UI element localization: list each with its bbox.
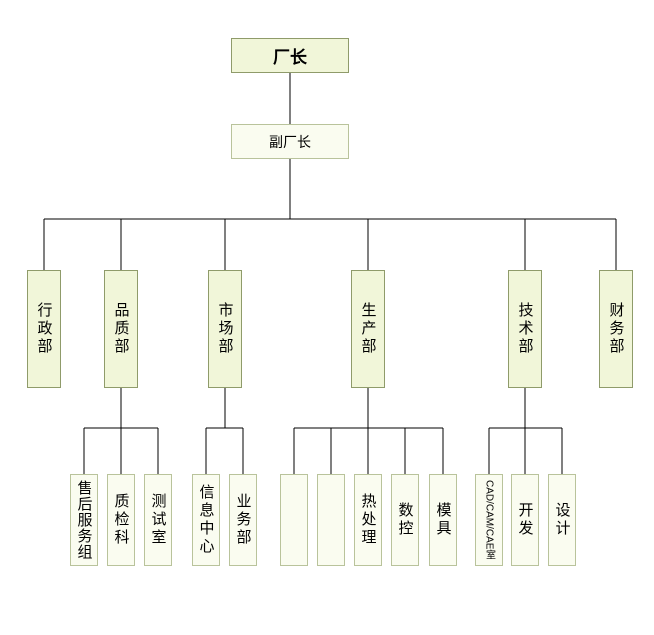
sub-market-1: 业务部 [229, 474, 257, 566]
dept-finance: 财务部 [599, 270, 633, 388]
sub-production-3: 数控 [391, 474, 419, 566]
director-box: 厂长 [231, 38, 349, 73]
dept-quality: 品质部 [104, 270, 138, 388]
sub-label: 模具 [434, 502, 453, 538]
sub-label: 热处理 [359, 493, 378, 547]
sub-label: 信息中心 [197, 484, 216, 556]
dept-tech-label: 技术部 [516, 302, 535, 356]
dept-market-label: 市场部 [216, 302, 235, 356]
sub-tech-2: 设计 [548, 474, 576, 566]
sub-label: 开发 [516, 502, 535, 538]
sub-market-0: 信息中心 [192, 474, 220, 566]
sub-production-0 [280, 474, 308, 566]
sub-production-2: 热处理 [354, 474, 382, 566]
director-label: 厂长 [273, 48, 307, 68]
sub-label: CAD/CAM/CAE室 [483, 480, 495, 560]
sub-production-1 [317, 474, 345, 566]
deputy-director-box: 副厂长 [231, 124, 349, 159]
deputy-director-label: 副厂长 [269, 134, 311, 151]
sub-quality-2: 测试室 [144, 474, 172, 566]
dept-admin: 行政部 [27, 270, 61, 388]
dept-production: 生产部 [351, 270, 385, 388]
dept-tech: 技术部 [508, 270, 542, 388]
sub-quality-1: 质检科 [107, 474, 135, 566]
sub-label: 业务部 [234, 493, 253, 547]
dept-production-label: 生产部 [359, 302, 378, 356]
sub-label: 设计 [553, 502, 572, 538]
dept-quality-label: 品质部 [112, 302, 131, 356]
sub-label: 售后服务组 [75, 480, 94, 560]
sub-quality-0: 售后服务组 [70, 474, 98, 566]
dept-market: 市场部 [208, 270, 242, 388]
sub-tech-1: 开发 [511, 474, 539, 566]
sub-label: 测试室 [149, 493, 168, 547]
dept-finance-label: 财务部 [607, 302, 626, 356]
sub-label: 数控 [396, 502, 415, 538]
sub-tech-0: CAD/CAM/CAE室 [475, 474, 503, 566]
sub-production-4: 模具 [429, 474, 457, 566]
sub-label: 质检科 [112, 493, 131, 547]
dept-admin-label: 行政部 [35, 302, 54, 356]
